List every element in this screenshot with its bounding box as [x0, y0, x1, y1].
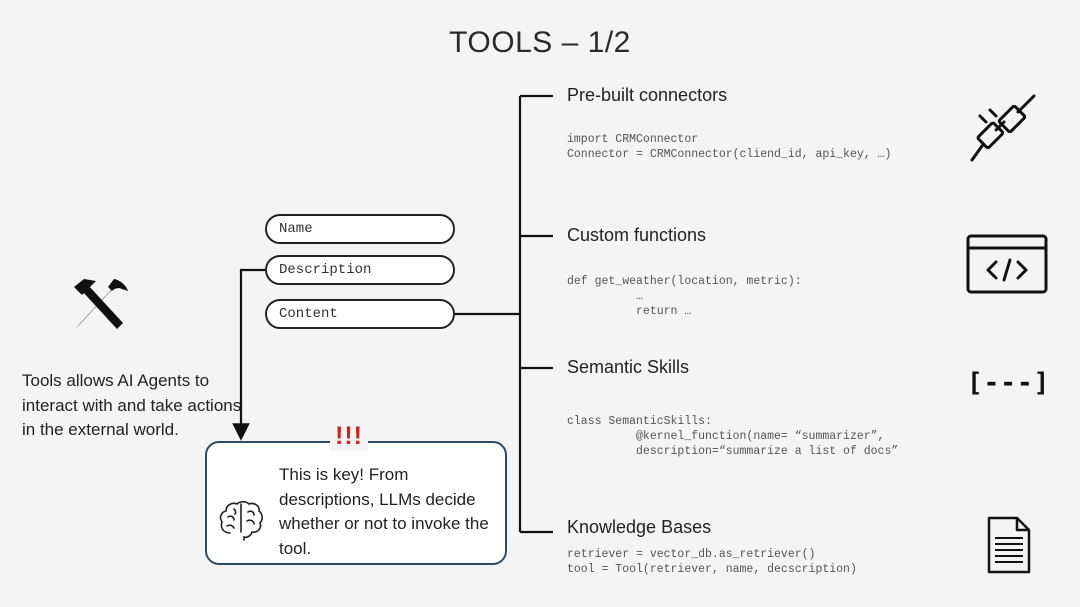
- code-window-icon: [966, 234, 1048, 294]
- code-snippet-functions: def get_weather(location, metric): … ret…: [567, 275, 802, 318]
- section-title-semantic-skills: Semantic Skills: [567, 357, 690, 377]
- section-title-prebuilt-connectors: Pre-built connectors: [567, 85, 728, 105]
- code-snippet-connectors: import CRMConnector Connector = CRMConne…: [567, 133, 892, 161]
- content-field-pill: Content: [265, 299, 455, 329]
- page-title: TOOLS – 1/2: [449, 26, 631, 59]
- callout-marker: !!!: [330, 421, 368, 451]
- callout-text: This is key! From descriptions, LLMs dec…: [279, 465, 489, 558]
- tools-description: Tools allows AI Agents to interact with …: [22, 371, 242, 439]
- code-snippet-knowledge: retriever = vector_db.as_retriever() too…: [567, 548, 857, 576]
- document-icon: [987, 516, 1031, 574]
- brain-icon: [219, 500, 263, 541]
- bracket-icon: [---]: [967, 368, 1051, 398]
- code-snippet-skills: class SemanticSkills: @kernel_function(n…: [567, 415, 899, 458]
- description-field-pill: Description: [265, 255, 455, 285]
- hammer-pick-icon: [74, 279, 128, 329]
- section-title-knowledge-bases: Knowledge Bases: [567, 517, 712, 537]
- plug-icon: [970, 94, 1036, 162]
- name-field-pill: Name: [265, 214, 455, 244]
- section-title-custom-functions: Custom functions: [567, 225, 707, 245]
